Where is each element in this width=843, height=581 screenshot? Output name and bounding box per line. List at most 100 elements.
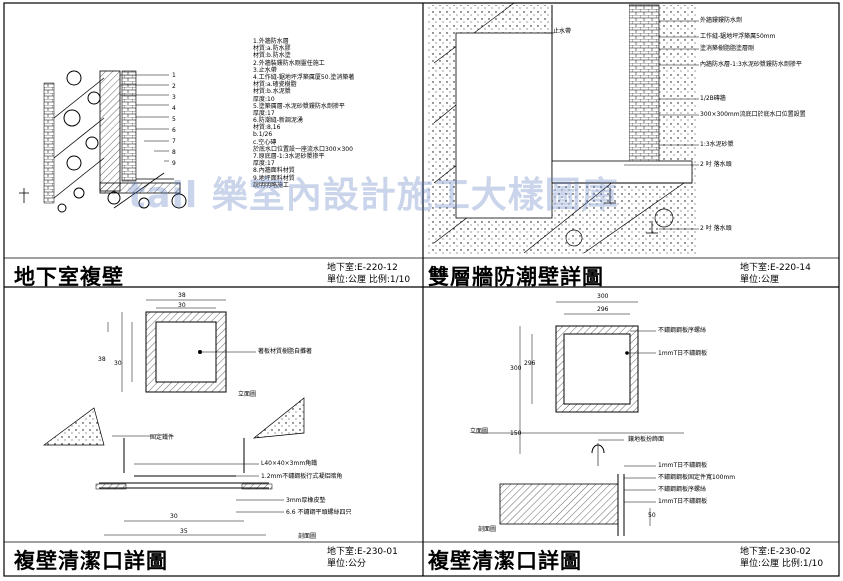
panel4-section-hatch: [499, 483, 619, 525]
panel1-inner-brick: [121, 70, 137, 182]
panel4-label-7: 1mmT日不鏽鋼板: [658, 498, 708, 505]
panel1-soil: [57, 70, 187, 213]
panel1-cut-mark: [19, 188, 29, 203]
panel1-ref-line2: 單位:公厘 比例:1/10: [327, 275, 411, 285]
panel4-elevation-inner: [563, 333, 631, 405]
panel3-dim-30-top: 30: [178, 302, 186, 309]
panel1-concrete-wall: [99, 70, 121, 192]
panel1-note-line: 8.內牆面料材質: [253, 167, 295, 175]
panel1-note-line: 4.工作縫-鋸地坪浮築厲厦50.塗消築著: [253, 73, 355, 81]
panel2-wall-section: [428, 3, 699, 255]
panel1-note-line: 於底水口位置設一座流水口300×300: [253, 145, 353, 153]
panel4-ref-line1: 地下室:E-230-02: [740, 547, 811, 557]
panel1-callout-number: 7: [172, 138, 176, 145]
panel2-drain-icons: [604, 188, 658, 234]
panel1-note-line: 厚度:17: [253, 160, 275, 168]
panel2-ref-line2: 單位:公厘: [740, 275, 780, 285]
panel3-dim-38-top: 38: [178, 292, 186, 299]
panel1-floor-slab: [99, 182, 181, 194]
panel1-note-line: 3.止水帶: [253, 66, 277, 74]
panel2-brick-wall: [628, 4, 660, 166]
panel1-note-line: 5.塗築厲層-水泥砂漿鏤防水劑掺平: [253, 102, 345, 110]
panel1-callout-number: 6: [172, 127, 176, 134]
panel2-label-7: 1:3水泥砂漿: [700, 141, 734, 148]
panel1-brick-left: [43, 82, 55, 204]
panel4-cleanout-detail: [474, 301, 684, 536]
panel4-dim-150: 150: [510, 430, 522, 437]
panel4-dim-300-top: 300: [597, 293, 609, 300]
panel3-label-4: 1.2mm不鏽鋼板行式凝鋁暗角: [261, 473, 343, 480]
panel1-note-line: 9.地坪面料材質: [253, 174, 295, 182]
panel1-callout-number: 3: [172, 94, 176, 101]
panel2-ref-line1: 地下室:E-220-14: [740, 263, 811, 273]
panel4-label-1: 1mmT日不鏽鋼板: [658, 350, 708, 357]
panel1-note-line: 材質:a.碴瓷樹脂: [253, 81, 297, 89]
panel1-note-line: 2.外牆裝鏤防水剛靈任施工: [253, 59, 325, 67]
panel4-ref: 地下室:E-230-02 單位:公厘 比例:1/10: [740, 546, 823, 570]
panel1-note-line: 材質:b.水泥漿: [253, 88, 291, 96]
panel1-note-line: 厚度:17: [253, 109, 275, 117]
panel1-note-line: c.空心磚: [253, 138, 277, 146]
panel4-label-8: 剖面圖: [478, 526, 497, 533]
panel1-ref-line1: 地下室:E-220-12: [327, 263, 398, 273]
panel1-note-line: 材質:a.防水膠: [253, 45, 291, 53]
panel3-dim-30-bottom: 30: [170, 513, 178, 520]
panel4-dim-50: 50: [648, 512, 656, 519]
panel1-ref: 地下室:E-220-12 單位:公厘 比例:1/10: [327, 262, 410, 286]
panel1-note-line: 說明明略施工: [253, 181, 290, 189]
panel4-label-6: 不鏽鋼鋼板序螺絲: [658, 486, 707, 493]
panel3-label-6: 6.6 不鏽鋼平頭螺絲四只: [286, 509, 352, 516]
panel1-callout-number: 9: [172, 160, 176, 167]
panel2-label-9: 2 吋 落水頭: [700, 225, 732, 232]
panel2-title: 雙層牆防潮壁詳圖: [428, 265, 604, 289]
panel2-label-6: 300×300mm流底口於底水口位置設置: [700, 111, 806, 118]
panel2-label-5: 1/2B磚牆: [700, 95, 726, 102]
panel2-label-2: 工作縫-鋸地坪浮築厲50mm: [700, 33, 776, 40]
panel1-callout-number: 8: [172, 149, 176, 156]
panel1-note-line: b.1/26: [253, 131, 273, 139]
panel3-label-7: 剖面圖: [298, 533, 317, 540]
panel4-title: 複壁清潔口詳圖: [428, 549, 582, 573]
panel1-title: 地下室複壁: [14, 265, 124, 289]
panel4-ref-line2: 單位:公厘 比例:1/10: [740, 559, 824, 569]
panel2-ref: 地下室:E-220-14 單位:公厘: [740, 262, 811, 286]
panel4-dim-296-top: 296: [597, 306, 609, 313]
panel2-label-1: 外牆鏤鏤防水劑: [700, 17, 743, 24]
panel2-label-4: 內牆防水層-1:3水泥砂漿鏤防水劑掺平: [700, 61, 802, 68]
panel1-note-line: 7.原底層-1:3水泥砂漿掺平: [253, 153, 325, 160]
panel3-ref: 地下室:E-230-01 單位:公分: [327, 546, 398, 570]
watermark: tail 樂室內設計施工大樣圖庫: [128, 175, 619, 216]
panel2-label-water-stop: 止水帶: [553, 28, 572, 35]
panel4-label-0: 不鏽鋼鋼板序螺絲: [658, 327, 707, 334]
panel3-label-3: L40×40×3mm角鐵: [261, 460, 318, 467]
panel1-note-line: 6.防潮縫-新調泥湧: [253, 117, 303, 125]
panel1-callout-number: 5: [172, 116, 176, 123]
panel1-note-line: 厚度:10: [253, 95, 275, 103]
panel3-label-0: 著板材質樹脂自攤著: [258, 348, 313, 355]
panel3-ref-line2: 單位:公分: [327, 559, 367, 569]
panel3-dim-30-left: 30: [114, 360, 122, 367]
panel4-dim-296-left: 296: [524, 360, 536, 367]
panel3-ref-line1: 地下室:E-230-01: [327, 547, 398, 557]
panel3-label-5: 3mm厚橡皮墊: [286, 497, 326, 504]
panel3-dim-35-bottom: 35: [180, 528, 188, 535]
panel1-callout-number: 2: [172, 83, 176, 90]
panel2-label-3: 塗消築樹脂脂塗層剛: [700, 45, 755, 52]
panel4-label-4: 1mmT日不鏽鋼板: [658, 462, 708, 469]
panel4-label-2: 立面圖: [470, 428, 489, 435]
panel1-note-line: 材質:b.防水塗: [253, 52, 291, 60]
panel1-callout-number: 1: [172, 72, 176, 79]
panel4-dim-300-left: 300: [510, 365, 522, 372]
panel3-cleanout-detail: [42, 299, 305, 536]
panel4-label-3: 鑲地板扮飾面: [628, 436, 665, 443]
panel3-dim-38-left: 38: [98, 356, 106, 363]
panel2-label-8: 2 吋 落水頭: [700, 161, 732, 168]
panel4-label-5: 不鏽鋼鋼板固定件寬100mm: [658, 474, 736, 481]
panel1-note-line: 材質:8,16: [253, 124, 281, 132]
panel3-title: 複壁清潔口詳圖: [14, 549, 168, 573]
panel3-label-1: 立面圖: [238, 391, 257, 398]
